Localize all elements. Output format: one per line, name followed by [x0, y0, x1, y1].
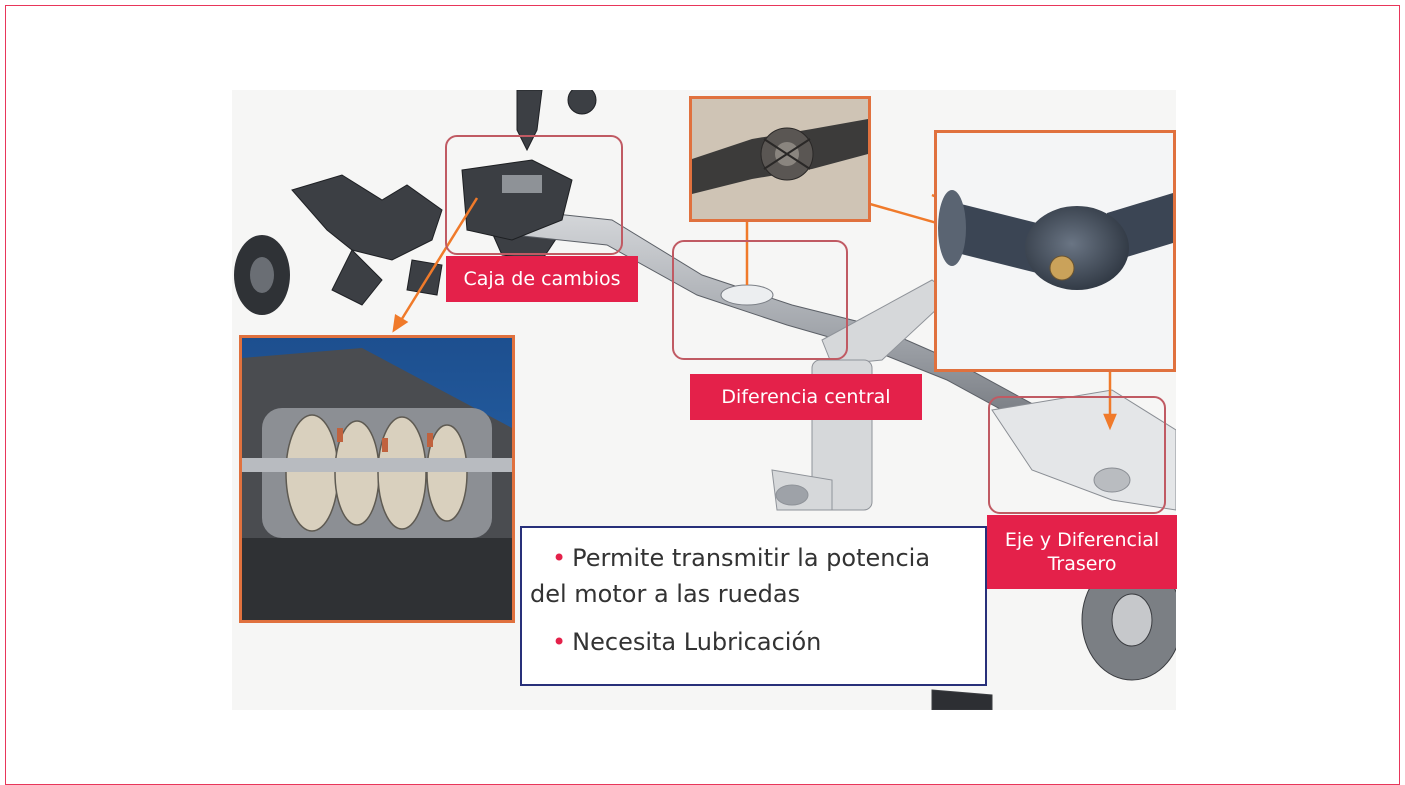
info-box: •Permite transmitir la potencia del moto…	[520, 526, 987, 686]
transmission-cutaway-art	[242, 338, 512, 620]
center-diff-label: Diferencia central	[690, 374, 922, 420]
transmission-cutaway-photo	[239, 335, 515, 623]
front-brake-disc	[234, 235, 290, 315]
rear-axle-label: Eje y Diferencial Trasero	[987, 515, 1177, 589]
bullet-item-1-line2: del motor a las ruedas	[530, 580, 801, 608]
rear-axle	[991, 389, 1176, 511]
bullet-item-2: •Necesita Lubricación	[552, 624, 969, 660]
bullet-dot-icon: •	[552, 628, 567, 656]
center-diff-label-text: Diferencia central	[721, 386, 891, 408]
rear-diff-photo-art	[937, 133, 1173, 369]
gearbox-highlight-box	[445, 135, 623, 255]
bullet-item-1: •Permite transmitir la potencia	[552, 540, 969, 576]
gearbox-label-text: Caja de cambios	[463, 268, 621, 290]
bullet-item-2-text: Necesita Lubricación	[572, 628, 822, 656]
gearbox-housing	[461, 159, 573, 241]
bullet-dot-icon: •	[552, 544, 567, 572]
center-diff-highlight-box	[672, 240, 848, 360]
gearbox-label: Caja de cambios	[446, 256, 638, 302]
rear-axle-label-line2: Trasero	[1047, 553, 1117, 575]
rear-tire	[931, 559, 1176, 710]
rear-axle-highlight-box	[988, 396, 1166, 514]
center-diff-photo-art	[692, 99, 868, 219]
rear-axle-label-line1: Eje y Diferencial	[1004, 529, 1160, 551]
center-diff-photo	[689, 96, 871, 222]
bullet-item-1-continuation: del motor a las ruedas	[530, 576, 969, 612]
bullet-item-1-line1: Permite transmitir la potencia	[572, 544, 931, 572]
rear-diff-photo	[934, 130, 1176, 372]
